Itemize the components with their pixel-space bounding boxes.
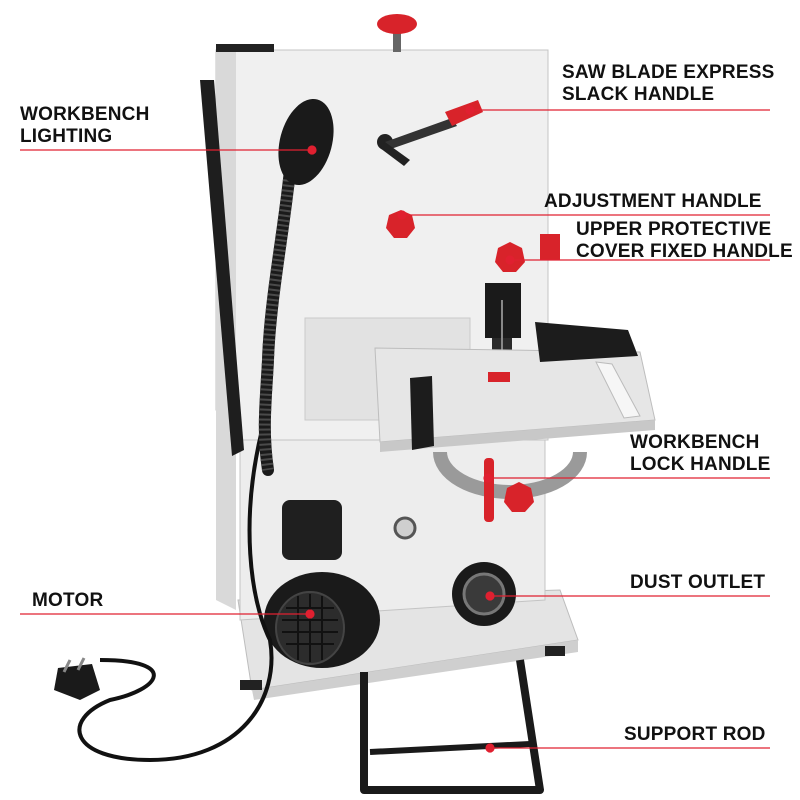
label-workbench-lock-handle: WORKBENCH LOCK HANDLE (630, 432, 770, 476)
motor-fan-grille (282, 594, 338, 662)
dust-outlet-inner (462, 572, 506, 616)
label-line: SAW BLADE EXPRESS (562, 62, 775, 83)
base-foot-right (545, 646, 565, 656)
label-line: DUST OUTLET (630, 572, 766, 593)
rip-fence (410, 376, 434, 450)
back-fence-block (535, 322, 638, 362)
miter-rail (595, 361, 641, 419)
label-saw-blade-express-slack-handle: SAW BLADE EXPRESS SLACK HANDLE (562, 62, 774, 106)
leader-dot-adjustment-handle (397, 210, 407, 220)
label-line: MOTOR (32, 590, 104, 611)
slack-handle-arm (385, 118, 457, 150)
label-line: SLACK HANDLE (562, 84, 715, 105)
lock-handle-knob (504, 482, 534, 512)
leader-dot-motor (305, 609, 315, 619)
leader-dot-workbench-lighting (307, 145, 317, 155)
label-line: LOCK HANDLE (630, 454, 771, 475)
slack-handle-lower (380, 142, 410, 166)
leader-dot-workbench-lock-handle (483, 473, 493, 483)
power-plug (54, 664, 100, 700)
cover-fixed-side-knob (540, 234, 560, 260)
label-line: ADJUSTMENT HANDLE (544, 191, 762, 212)
band-saw-machine (54, 14, 656, 794)
plug-pin-2 (76, 657, 86, 671)
adjustment-knob (386, 210, 415, 238)
leader-dot-dust-outlet (485, 591, 495, 601)
motor-junction-box (282, 500, 342, 560)
leader-dot-upper-protective-cover-fixed-handle (505, 255, 515, 265)
label-line: UPPER PROTECTIVE (576, 219, 772, 240)
label-dust-outlet: DUST OUTLET (630, 572, 765, 594)
label-adjustment-handle: ADJUSTMENT HANDLE (544, 191, 762, 213)
label-upper-protective-cover-fixed-handle: UPPER PROTECTIVE COVER FIXED HANDLE (576, 219, 793, 263)
cabinet-coupling (393, 516, 417, 540)
support-rod (360, 659, 544, 794)
plug-pin-1 (62, 659, 72, 673)
base-plate-edge (252, 640, 578, 700)
tension-knob-stem (393, 30, 401, 52)
table-insert (488, 372, 510, 382)
leader-dot-support-rod (485, 743, 495, 753)
label-line: COVER FIXED HANDLE (576, 241, 793, 262)
label-line: WORKBENCH (20, 104, 150, 125)
base-foot-left (240, 680, 262, 690)
label-line: WORKBENCH (630, 432, 760, 453)
slack-handle-grip (445, 100, 483, 126)
lamp-head (278, 98, 334, 186)
lock-handle-lever (484, 458, 494, 522)
power-cord (77, 429, 274, 763)
leader-dot-saw-blade-express-slack-handle (465, 105, 475, 115)
label-workbench-lighting: WORKBENCH LIGHTING (20, 104, 150, 148)
label-line: LIGHTING (20, 126, 113, 147)
lamp-gooseneck-texture (258, 169, 296, 471)
tension-knob (377, 14, 417, 34)
belt-guard (200, 80, 244, 456)
leader-lines (20, 105, 770, 753)
label-support-rod: SUPPORT ROD (624, 724, 766, 746)
label-line: SUPPORT ROD (624, 724, 766, 745)
support-rod-cross (369, 741, 531, 755)
label-motor: MOTOR (32, 590, 103, 612)
worktable-edge (380, 420, 655, 452)
frame-top-bar (216, 44, 274, 52)
